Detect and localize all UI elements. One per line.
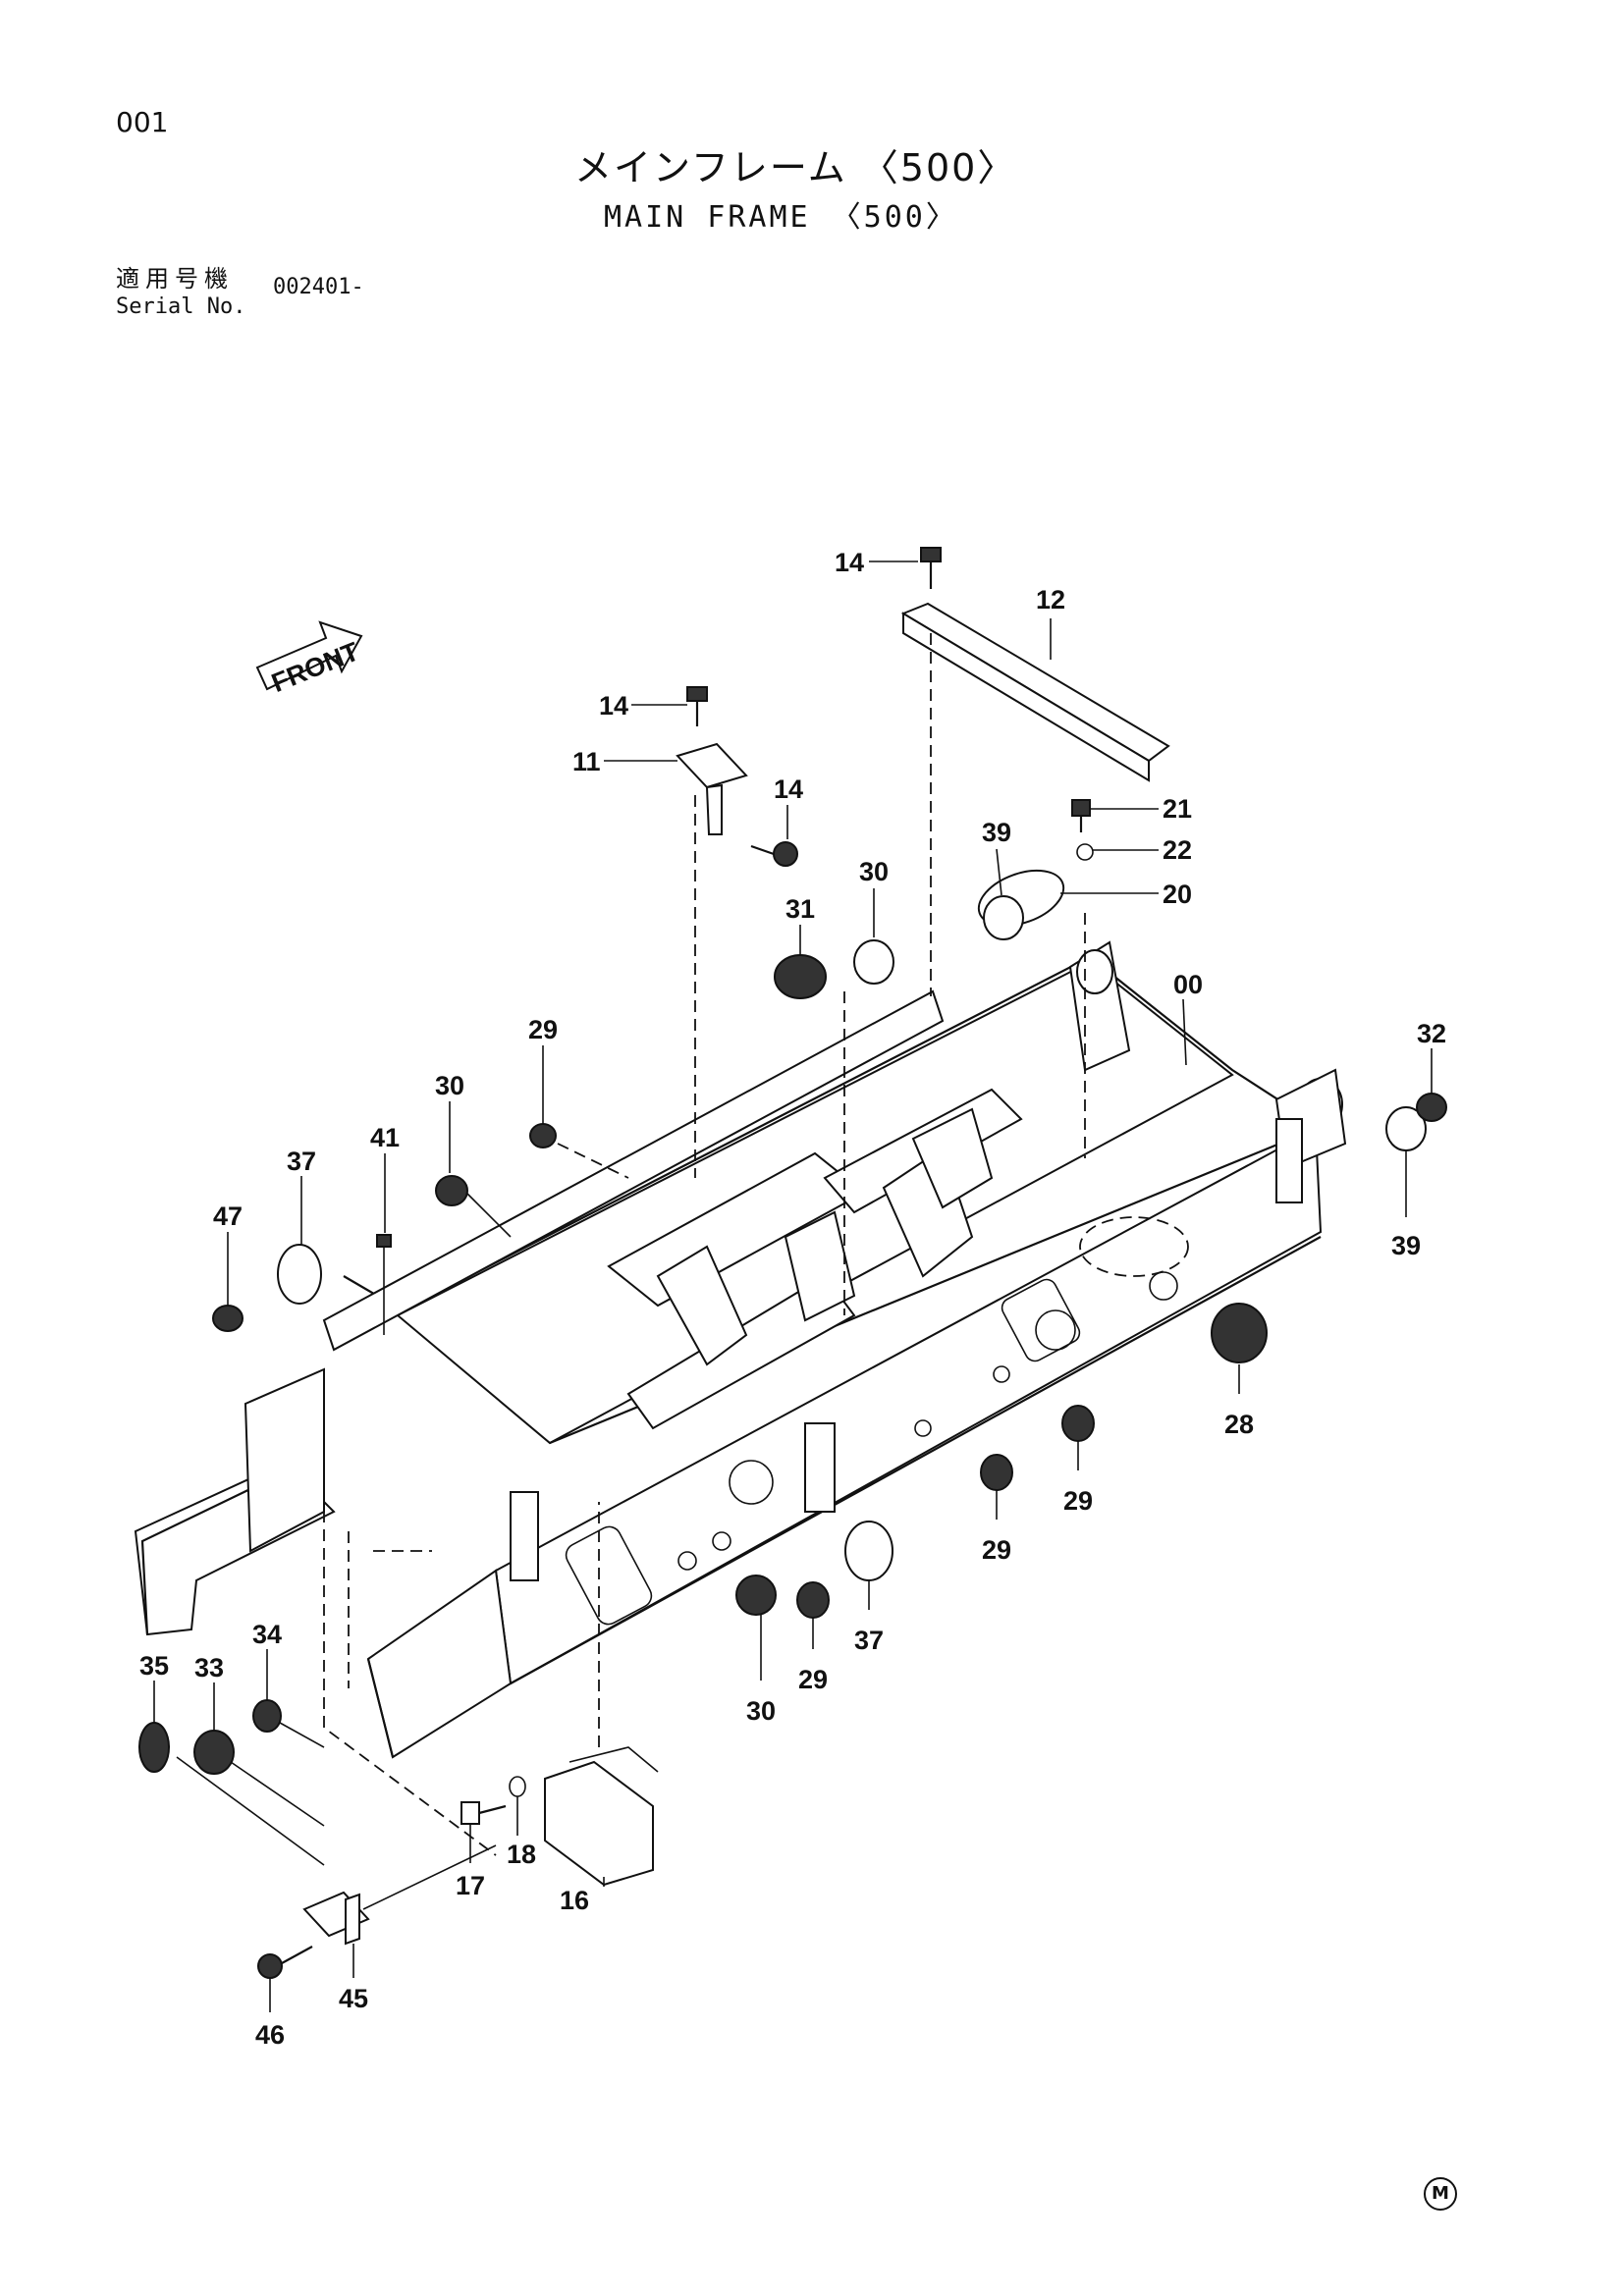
callout-00: 00 xyxy=(1173,970,1203,999)
part-33-grommet xyxy=(193,1730,235,1775)
callout-32: 32 xyxy=(1417,1019,1446,1048)
page-title-jp: メインフレーム 〈500〉 xyxy=(574,146,1017,189)
callout-14: 14 xyxy=(774,774,803,804)
callout-31: 31 xyxy=(785,894,815,924)
callout-29: 29 xyxy=(528,1015,558,1044)
part-47-grommet xyxy=(212,1305,244,1332)
part-29-grommet-bottom xyxy=(796,1581,830,1619)
part-14-bolt-top xyxy=(920,547,942,589)
part-35-grommet xyxy=(138,1722,170,1773)
part-12-upper-bar xyxy=(900,602,1170,782)
part-29-grommet-mid xyxy=(980,1454,1013,1491)
callout-28: 28 xyxy=(1224,1410,1254,1439)
part-45-bracket xyxy=(302,1891,370,1946)
callout-46: 46 xyxy=(255,2020,285,2050)
callout-21: 21 xyxy=(1163,794,1192,824)
serial-label-en: Serial No. xyxy=(116,294,246,319)
leader-lines xyxy=(153,561,1433,2012)
part-30-grommet-bottom xyxy=(735,1575,777,1616)
part-31-grommet xyxy=(774,954,827,999)
callout-45: 45 xyxy=(339,1984,368,2013)
part-34-grommet xyxy=(252,1699,282,1733)
callout-39: 39 xyxy=(982,818,1011,847)
callout-39: 39 xyxy=(1391,1231,1421,1260)
part-29-grommet-right xyxy=(1061,1405,1095,1442)
callout-20: 20 xyxy=(1163,880,1192,909)
callout-41: 41 xyxy=(370,1123,400,1152)
page-title-en: MAIN FRAME 〈500〉 xyxy=(604,200,958,235)
part-46-bolt xyxy=(257,1946,313,1979)
callout-12: 12 xyxy=(1036,585,1065,614)
serial-number-value: 002401- xyxy=(273,275,364,299)
part-14-bolt-side xyxy=(750,841,798,867)
callout-37: 37 xyxy=(287,1147,316,1176)
publisher-mark-badge: M xyxy=(1424,2177,1457,2211)
front-arrow-icon: FRONT xyxy=(255,620,363,698)
main-frame-body xyxy=(134,940,1347,1856)
callout-34: 34 xyxy=(252,1620,282,1649)
callout-30: 30 xyxy=(859,857,889,886)
part-39-collar-top xyxy=(983,895,1024,940)
part-11-bracket xyxy=(676,742,748,835)
part-30-grommet-left xyxy=(435,1175,468,1206)
part-37-collar-right xyxy=(844,1521,893,1581)
callout-18: 18 xyxy=(507,1840,536,1869)
part-32-grommet xyxy=(1416,1093,1447,1122)
part-29-grommet-top xyxy=(529,1123,557,1148)
callout-47: 47 xyxy=(213,1201,243,1231)
part-18-washer xyxy=(509,1776,526,1797)
callout-33: 33 xyxy=(194,1653,224,1682)
callout-14: 14 xyxy=(599,691,628,721)
part-41-nut xyxy=(376,1234,392,1248)
callout-22: 22 xyxy=(1163,835,1192,865)
callout-11: 11 xyxy=(572,747,601,776)
part-14-bolt-mid xyxy=(686,686,708,726)
callout-29: 29 xyxy=(798,1665,828,1694)
part-30-grommet-top xyxy=(853,939,894,985)
callout-17: 17 xyxy=(456,1871,485,1900)
callout-16: 16 xyxy=(560,1886,589,1915)
callout-29: 29 xyxy=(1063,1486,1093,1516)
callout-30: 30 xyxy=(435,1071,464,1100)
callout-29: 29 xyxy=(982,1535,1011,1565)
callout-37: 37 xyxy=(854,1626,884,1655)
part-17-bolt xyxy=(460,1801,507,1825)
part-16-cover xyxy=(544,1746,659,1887)
callout-35: 35 xyxy=(139,1651,169,1681)
callout-30: 30 xyxy=(746,1696,776,1726)
serial-label-jp: 適用号機 xyxy=(116,265,234,293)
part-28-grommet xyxy=(1211,1303,1268,1363)
part-37-collar-left xyxy=(277,1244,322,1305)
page-number: 001 xyxy=(116,106,169,138)
callout-14: 14 xyxy=(835,548,864,577)
